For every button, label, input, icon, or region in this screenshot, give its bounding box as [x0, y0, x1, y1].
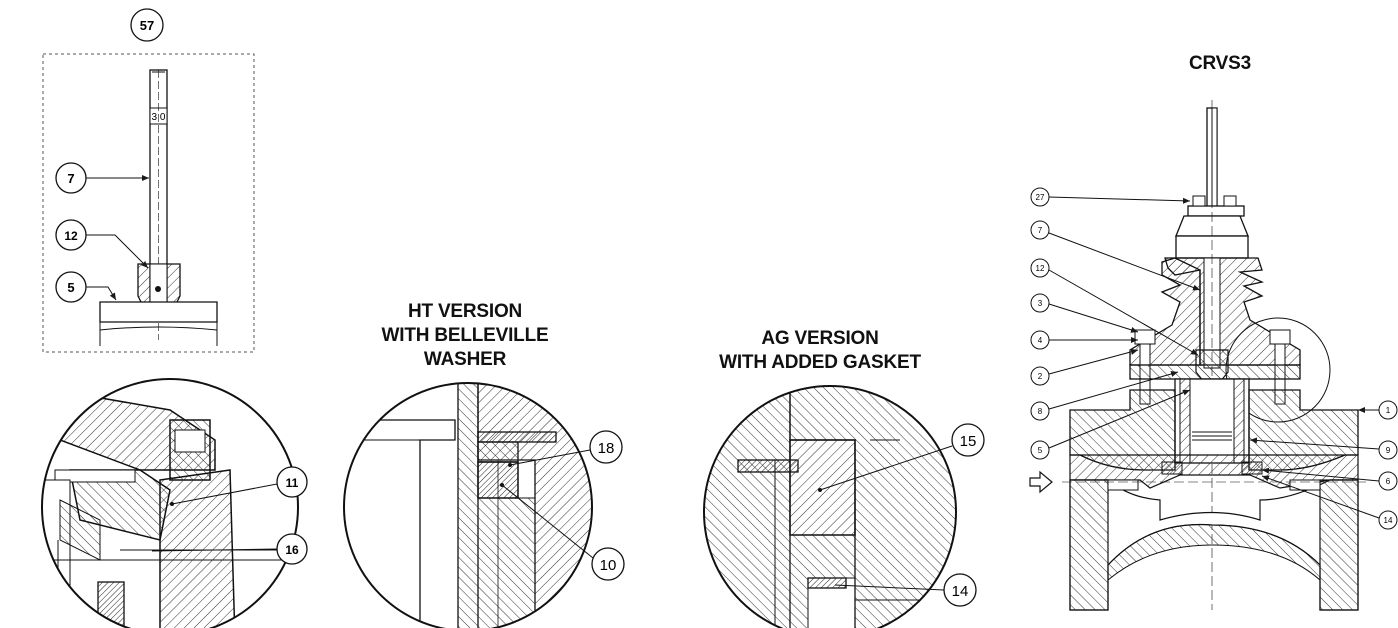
callout-main-7: 7: [1030, 220, 1201, 291]
svg-text:8: 8: [1038, 407, 1043, 416]
callout-18: 18: [508, 430, 623, 467]
callout-main-14: 14: [1261, 475, 1398, 530]
svg-text:9: 9: [1386, 446, 1391, 455]
ag-title-line-2: WITH ADDED GASKET: [719, 352, 921, 373]
ht-title-line-1: HT VERSION: [407, 301, 523, 322]
callout-10: 10: [500, 483, 625, 581]
svg-text:5: 5: [67, 280, 74, 295]
callout-7: 7: [55, 162, 149, 194]
svg-text:3: 3: [1038, 299, 1043, 308]
svg-text:12: 12: [64, 229, 78, 243]
svg-text:12: 12: [1036, 264, 1045, 273]
svg-text:16: 16: [285, 543, 299, 557]
ht-version-title: HT VERSION WITH BELLEVILLE WASHER: [340, 300, 590, 372]
callout-11: 11: [170, 466, 308, 506]
ag-version-title: AG VERSION WITH ADDED GASKET: [680, 327, 960, 375]
callout-main-9: 9: [1249, 437, 1398, 460]
flow-arrow-icon: [1029, 470, 1053, 494]
svg-text:1: 1: [1386, 406, 1391, 415]
svg-text:6: 6: [1386, 477, 1391, 486]
svg-text:2: 2: [1038, 372, 1043, 381]
callout-main-2: 2: [1030, 348, 1139, 386]
callout-main-3: 3: [1030, 293, 1139, 333]
callout-main-1: 1: [1358, 400, 1398, 420]
main-valve-section: 27 7 12 3 4 2 8: [1029, 100, 1398, 611]
svg-text:7: 7: [67, 171, 74, 186]
stem-detail-dashed-box: [42, 53, 255, 353]
callout-14-ag: 14: [834, 573, 977, 607]
callout-12: 12: [55, 219, 149, 269]
callout-27: 27: [1030, 187, 1191, 207]
svg-text:14: 14: [952, 583, 969, 600]
svg-text:10: 10: [600, 557, 617, 574]
crvs3-title-text: CRVS3: [1188, 53, 1251, 74]
callout-main-12: 12: [1030, 258, 1199, 356]
callout-main-6: 6: [1261, 467, 1398, 491]
svg-text:57: 57: [140, 18, 154, 33]
callout-main-5: 5: [1030, 389, 1191, 460]
svg-text:11: 11: [286, 476, 299, 490]
svg-text:5: 5: [1038, 446, 1043, 455]
stem-detail: 3 0 57 7 12 5: [42, 8, 255, 353]
ht-title-line-2: WITH BELLEVILLE: [381, 325, 549, 346]
callout-16: 16: [151, 533, 308, 565]
callout-5: 5: [55, 271, 117, 303]
svg-text:27: 27: [1036, 193, 1045, 202]
callout-main-8: 8: [1030, 371, 1179, 421]
svg-text:7: 7: [1038, 226, 1043, 235]
detail-circle-bonnet: 11 16: [41, 378, 308, 628]
callout-main-4: 4: [1030, 330, 1138, 350]
callout-15: 15: [818, 423, 985, 492]
crvs3-title: CRVS3: [1160, 52, 1280, 76]
svg-text:14: 14: [1384, 516, 1393, 525]
callout-57: 57: [130, 8, 164, 42]
svg-text:15: 15: [960, 433, 977, 450]
ag-title-line-1: AG VERSION: [761, 328, 879, 349]
svg-text:18: 18: [598, 440, 615, 457]
ht-detail: 18 10: [343, 382, 625, 628]
ag-detail: 15 14: [703, 385, 985, 628]
svg-text:4: 4: [1038, 336, 1043, 345]
ht-title-line-3: WASHER: [423, 349, 507, 370]
